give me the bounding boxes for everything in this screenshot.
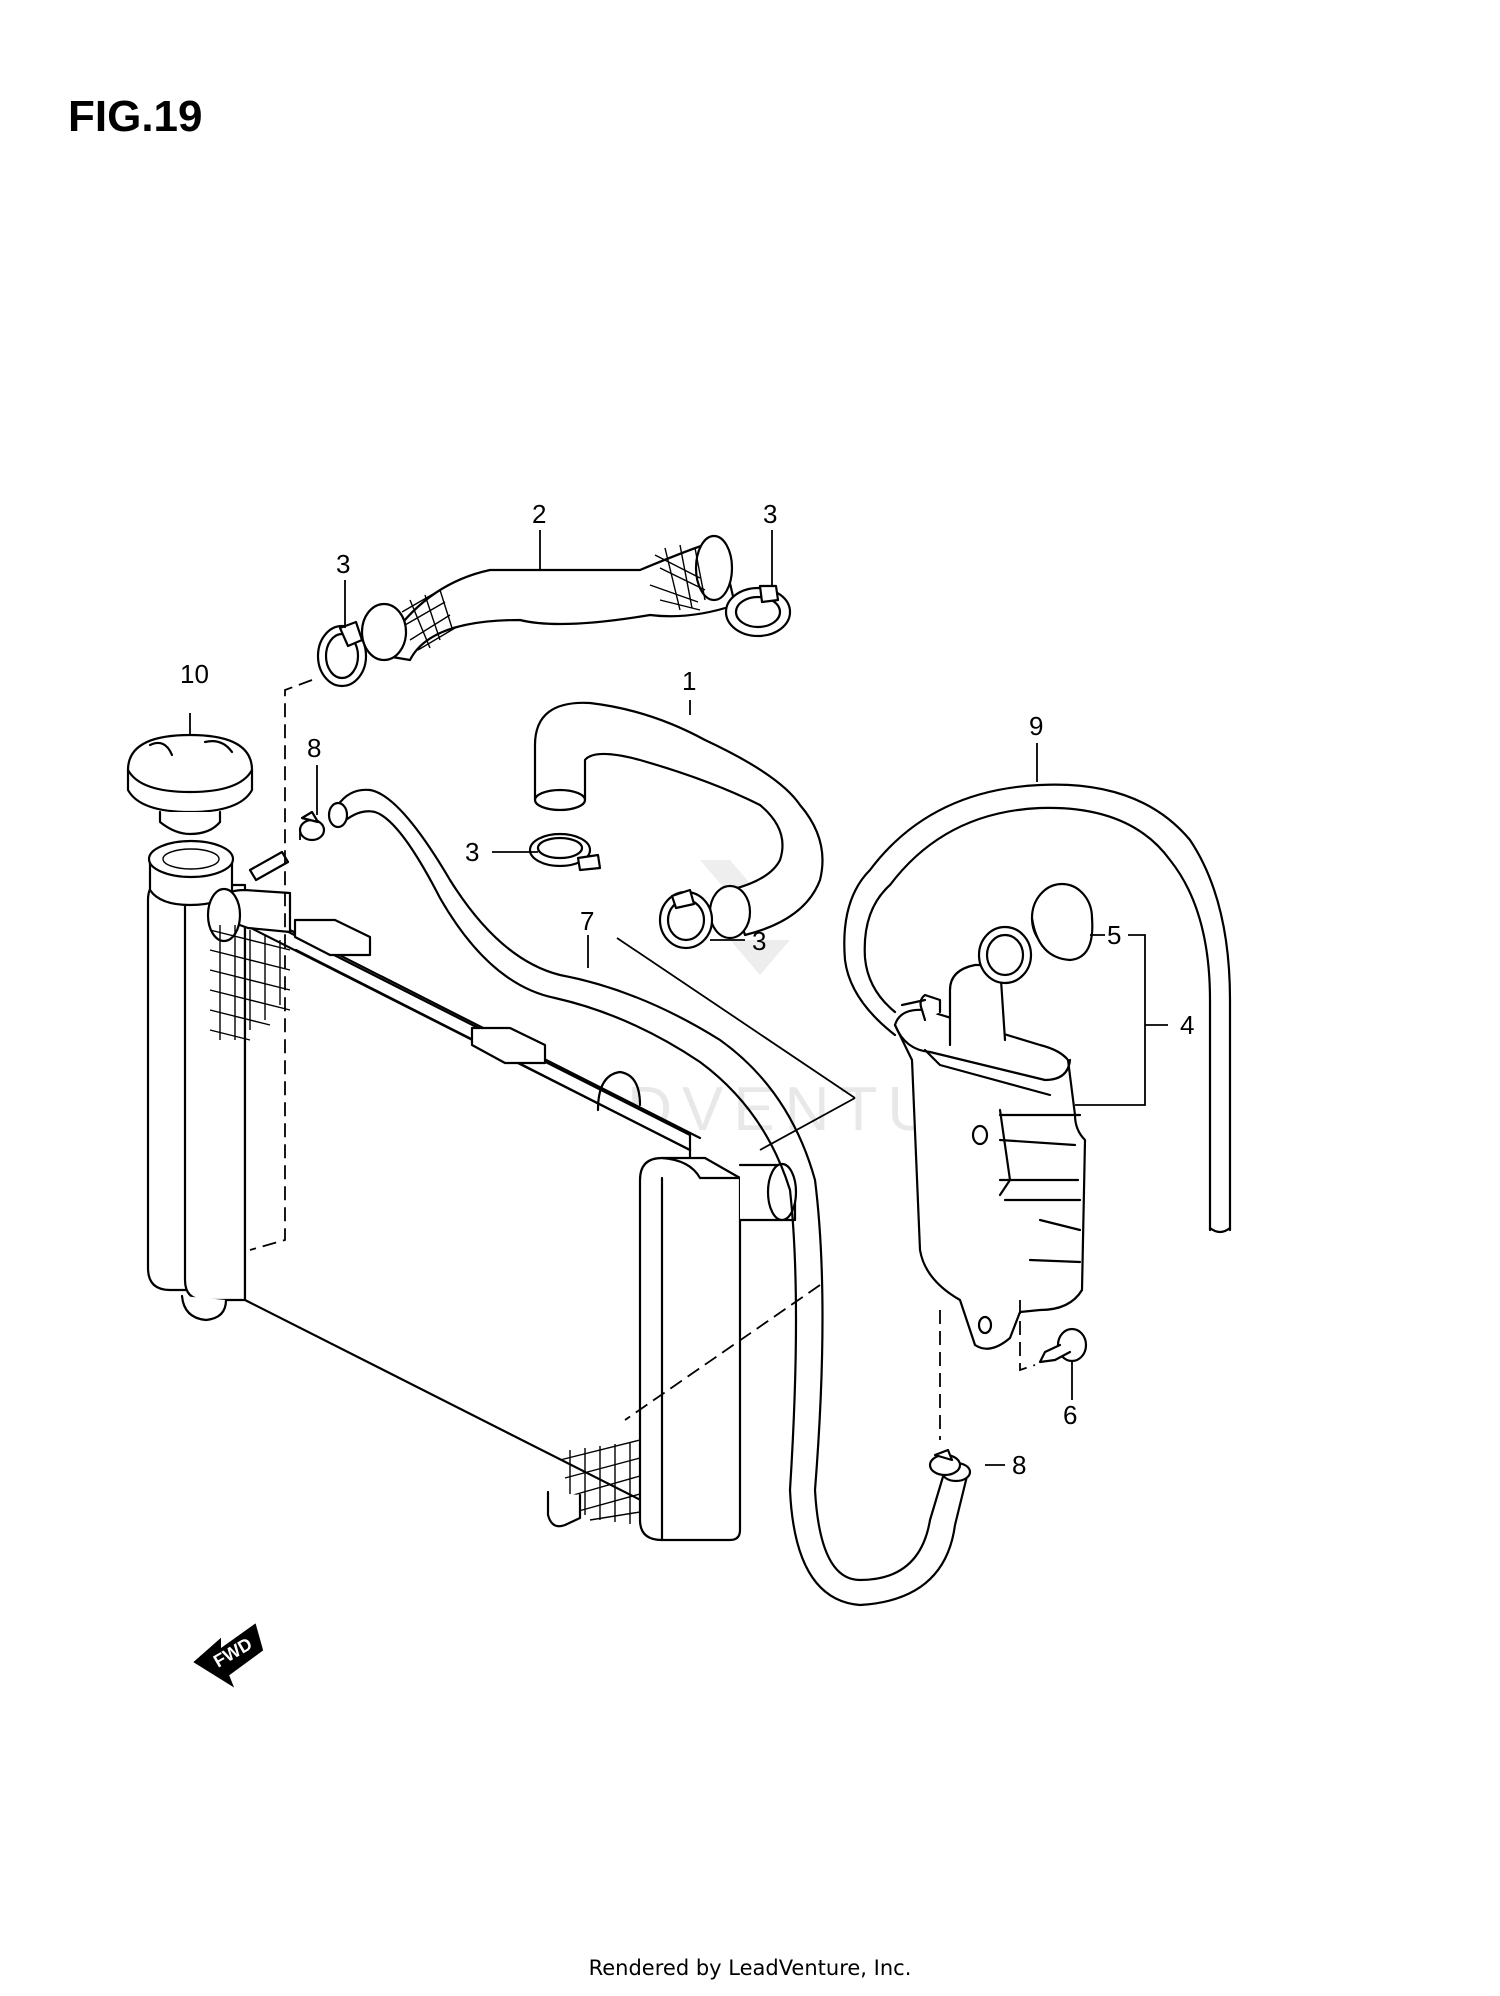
hose-clamp-upper-right xyxy=(724,584,792,638)
reservoir-cap xyxy=(1030,882,1094,962)
callout-9: 9 xyxy=(1029,711,1043,741)
core-hatching-bottom xyxy=(559,1439,641,1524)
leader-lines xyxy=(189,530,1168,1466)
reservoir-tank xyxy=(893,925,1087,1350)
callout-2: 2 xyxy=(532,499,546,529)
assembly-dashed-lines xyxy=(249,679,1036,1440)
callout-labels: 2 3 3 10 1 9 8 3 7 5 3 4 6 8 xyxy=(180,499,1194,1480)
footer-credit: Rendered by LeadVenture, Inc. xyxy=(588,1956,912,1980)
small-clamp-upper xyxy=(298,810,326,842)
hose-clamp-middle xyxy=(528,832,602,872)
upper-hose xyxy=(360,534,737,662)
radiator xyxy=(146,839,798,1542)
callout-1: 1 xyxy=(682,666,696,696)
callout-5: 5 xyxy=(1107,920,1121,950)
hose-clamp-lower xyxy=(658,888,714,950)
callout-3-upper-left: 3 xyxy=(336,549,350,579)
radiator-cap xyxy=(126,733,254,836)
forward-arrow-icon: FWD xyxy=(193,1623,264,1688)
hose-mesh-left xyxy=(401,589,456,651)
callout-6: 6 xyxy=(1063,1400,1077,1430)
hose-clamp-upper-left xyxy=(316,620,368,688)
callout-7: 7 xyxy=(580,906,594,936)
callout-3-middle: 3 xyxy=(465,837,479,867)
mounting-bolt xyxy=(1038,1327,1088,1364)
callout-3-lower: 3 xyxy=(752,926,766,956)
callout-10: 10 xyxy=(180,659,209,689)
figure-title: FIG.19 xyxy=(68,92,203,141)
breather-hose xyxy=(843,783,1232,1234)
hose-mesh-right xyxy=(649,544,706,611)
callout-8-lower: 8 xyxy=(1012,1450,1026,1480)
callout-4: 4 xyxy=(1180,1010,1194,1040)
callout-8-upper: 8 xyxy=(307,733,321,763)
small-clamp-lower xyxy=(928,1448,962,1477)
callout-3-upper-right: 3 xyxy=(763,499,777,529)
core-hatching-left xyxy=(209,925,291,1041)
filler-neck-spigot xyxy=(248,850,290,882)
